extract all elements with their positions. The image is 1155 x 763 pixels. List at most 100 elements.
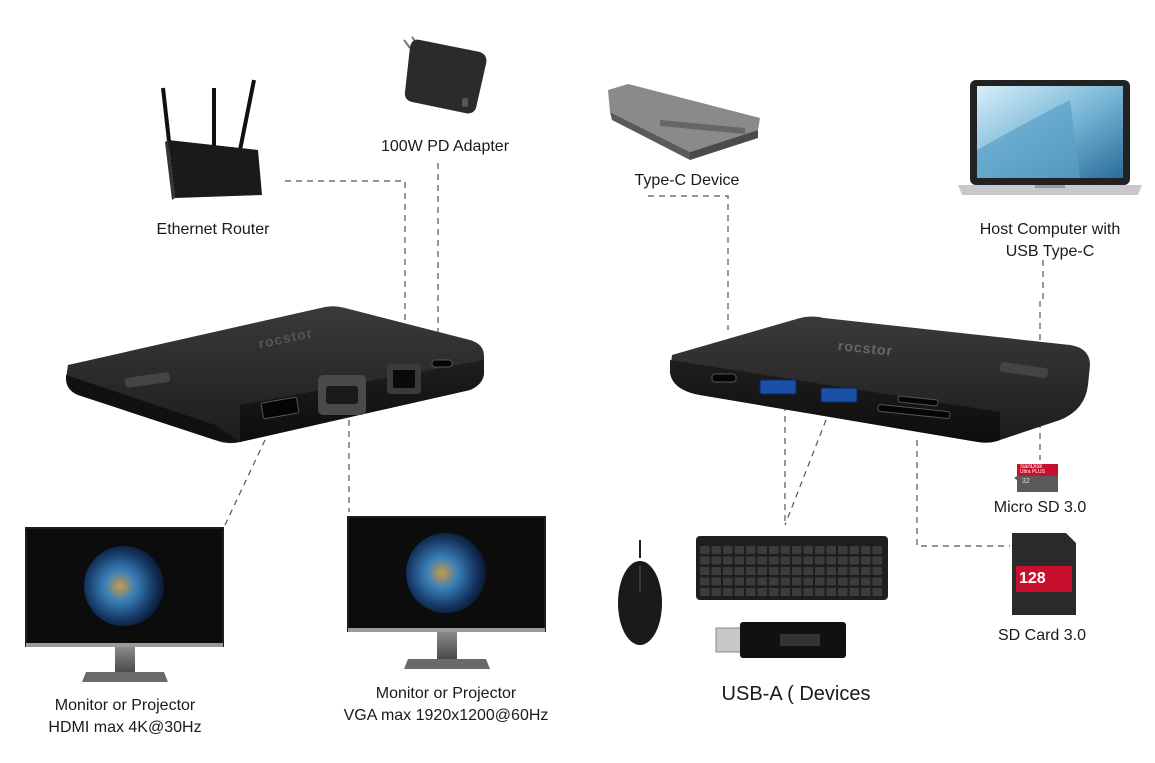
keyboard-key bbox=[769, 567, 779, 575]
keyboard-key bbox=[723, 588, 733, 596]
keyboard-key bbox=[826, 567, 836, 575]
keyboard-key bbox=[780, 567, 790, 575]
external-drive-icon bbox=[608, 84, 760, 160]
keyboard-key bbox=[757, 577, 767, 586]
keyboard-key bbox=[746, 556, 756, 565]
keyboard-key bbox=[861, 577, 871, 586]
laptop-icon bbox=[958, 80, 1142, 195]
keyboard-key bbox=[700, 588, 710, 596]
keyboard-key bbox=[700, 546, 710, 554]
keyboard-key bbox=[861, 588, 871, 596]
keyboard-key bbox=[723, 556, 733, 565]
keyboard-key bbox=[826, 556, 836, 565]
keyboard-key bbox=[849, 546, 859, 554]
microsd-line-mark: Ultra PLUS bbox=[1020, 469, 1046, 475]
keyboard-key bbox=[872, 567, 882, 575]
keyboard-key bbox=[757, 546, 767, 554]
keyboard-key bbox=[723, 546, 733, 554]
keyboard-key bbox=[757, 556, 767, 565]
sd-capacity-mark: 128 bbox=[1019, 570, 1046, 587]
mouse-icon bbox=[618, 540, 662, 645]
keyboard-key bbox=[849, 567, 859, 575]
keyboard-key bbox=[815, 546, 825, 554]
vga-monitor-label-line1: Monitor or Projector bbox=[375, 685, 517, 702]
keyboard-key bbox=[757, 588, 767, 596]
keyboard-key bbox=[872, 577, 882, 586]
keyboard-key bbox=[723, 577, 733, 586]
keyboard-key bbox=[746, 567, 756, 575]
typec-device-line bbox=[648, 195, 729, 330]
usb-flash-drive-icon bbox=[715, 622, 846, 658]
keyboard-key bbox=[723, 567, 733, 575]
hdmi-line bbox=[224, 439, 266, 526]
keyboard-key bbox=[769, 588, 779, 596]
keyboard-key bbox=[780, 577, 790, 586]
hdmi-monitor-label-line2: HDMI max 4K@30Hz bbox=[48, 719, 202, 736]
ethernet-router-label: Ethernet Router bbox=[156, 221, 270, 238]
keyboard-key bbox=[861, 546, 871, 554]
keyboard-key bbox=[711, 567, 721, 575]
keyboard-key bbox=[792, 567, 802, 575]
keyboard-key bbox=[826, 588, 836, 596]
keyboard-key bbox=[792, 546, 802, 554]
keyboard-key bbox=[838, 546, 848, 554]
keyboard-key bbox=[711, 556, 721, 565]
keyboard-key bbox=[838, 567, 848, 575]
keyboard-key bbox=[815, 588, 825, 596]
vga-monitor-label-line2: VGA max 1920x1200@60Hz bbox=[343, 707, 549, 724]
keyboard-key bbox=[746, 546, 756, 554]
keyboard-key bbox=[826, 546, 836, 554]
keyboard-key bbox=[734, 588, 744, 596]
keyboard-key bbox=[861, 567, 871, 575]
keyboard-key bbox=[861, 556, 871, 565]
usb-a-devices-label: USB-A ( Devices bbox=[721, 683, 871, 705]
right-hub-body bbox=[670, 316, 1090, 443]
keyboard-key bbox=[700, 577, 710, 586]
keyboard-key bbox=[711, 546, 721, 554]
host-computer-label-line2: USB Type-C bbox=[1005, 243, 1095, 260]
keyboard-key bbox=[711, 577, 721, 586]
hdmi-monitor-label-line1: Monitor or Projector bbox=[54, 697, 196, 714]
keyboard-key bbox=[792, 588, 802, 596]
keyboard-key bbox=[734, 556, 744, 565]
keyboard-key bbox=[872, 556, 882, 565]
microsd-brand-mark: SanDisk bbox=[1020, 464, 1043, 470]
left-hub-body bbox=[66, 306, 484, 444]
keyboard-key bbox=[826, 577, 836, 586]
power-adapter-icon bbox=[403, 36, 487, 114]
keyboard-key bbox=[700, 567, 710, 575]
microsd-capacity-mark: 32 bbox=[1022, 478, 1030, 485]
keyboard-key bbox=[711, 588, 721, 596]
microsd-card-icon bbox=[1014, 464, 1058, 492]
keyboard-key bbox=[872, 546, 882, 554]
keyboard-key bbox=[815, 567, 825, 575]
keyboard-key bbox=[803, 577, 813, 586]
usb-a-line-2 bbox=[784, 419, 827, 526]
keyboard-key bbox=[734, 577, 744, 586]
host-computer-label-line1: Host Computer with bbox=[979, 221, 1121, 238]
keyboard-key bbox=[838, 556, 848, 565]
sd-line bbox=[916, 440, 1010, 547]
keyboard-key bbox=[780, 556, 790, 565]
keyboard-key bbox=[734, 546, 744, 554]
keyboard-key bbox=[849, 556, 859, 565]
keyboard-key bbox=[746, 588, 756, 596]
keyboard-key bbox=[815, 577, 825, 586]
keyboard-key bbox=[769, 577, 779, 586]
keyboard-key bbox=[872, 588, 882, 596]
keyboard-key bbox=[780, 588, 790, 596]
keyboard-key bbox=[815, 556, 825, 565]
keyboard-key bbox=[803, 556, 813, 565]
keyboard-key bbox=[803, 567, 813, 575]
vga-monitor-icon bbox=[347, 516, 546, 669]
keyboard-key bbox=[849, 588, 859, 596]
keyboard-key bbox=[746, 577, 756, 586]
keyboard-key bbox=[734, 567, 744, 575]
hdmi-monitor-icon bbox=[25, 527, 224, 682]
keyboard-key bbox=[792, 577, 802, 586]
router-icon bbox=[161, 79, 262, 200]
sd-card-icon bbox=[1012, 533, 1076, 615]
keyboard-key bbox=[838, 577, 848, 586]
keyboard-key bbox=[757, 567, 767, 575]
